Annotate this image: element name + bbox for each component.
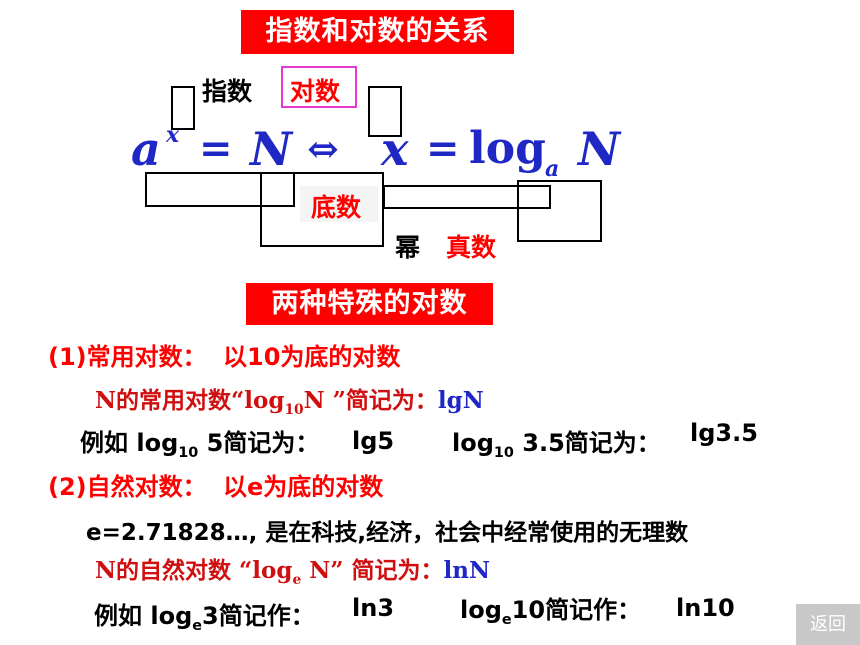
equivalence-arrow-icon: ⇔: [307, 126, 339, 171]
logarithm-label-box: [281, 66, 357, 108]
frame-base-right: [383, 185, 551, 209]
natural-ex-result-1: ln3: [352, 594, 395, 622]
natural-def-log: log: [252, 557, 293, 584]
common-def-N: N ”简记为：: [303, 387, 438, 414]
natural-ex-mid: 3简记作：: [202, 602, 315, 630]
common-log-heading: (1)常用对数： 以10为底的对数: [48, 337, 400, 372]
natural-log-desc: 以e为底的对数: [223, 473, 384, 501]
formula-log: log: [469, 123, 546, 174]
base-label: 底数: [311, 193, 362, 222]
common-log-definition: N的常用对数“log10N ”简记为：lgN: [95, 381, 484, 418]
formula-x: x: [381, 122, 409, 176]
common-def-prefix: N的常用对数“: [95, 387, 245, 414]
common-ex-result-1: lg5: [352, 427, 395, 455]
natural-ex-sub: e: [192, 618, 203, 634]
formula-N-2: N: [578, 122, 621, 176]
common-ex2-sub: 10: [493, 445, 514, 461]
frame-antilog: [517, 180, 602, 242]
common-def-sub: 10: [284, 402, 304, 418]
common-ex2-log: log: [452, 429, 494, 457]
natural-log-example: 例如 loge3简记作：: [94, 596, 315, 634]
natural-ex-prefix: 例如 log: [94, 602, 193, 630]
natural-ex-result-2: ln10: [676, 594, 735, 622]
antilog-label: 真数: [446, 233, 497, 262]
frame-left-small: [171, 86, 195, 130]
natural-log-example-2: loge10简记作：: [460, 590, 641, 628]
common-ex2-mid: 3.5简记为：: [513, 429, 661, 457]
common-log-heading-label: (1)常用对数：: [48, 343, 207, 371]
natural-def-N: N” 简记为：: [301, 557, 444, 584]
formula-equals-2: =: [426, 125, 460, 172]
natural-def-result: lnN: [443, 557, 490, 584]
section-title: 指数和对数的关系: [241, 10, 514, 54]
common-ex-mid: 5简记为：: [198, 429, 320, 457]
formula-a: a: [131, 122, 161, 176]
frame-base-left: [145, 172, 295, 207]
e-description: e=2.71828…, 是在科技,经济，社会中经常使用的无理数: [86, 520, 689, 546]
exponent-label: 指数: [202, 77, 253, 106]
natural-log-heading-label: (2)自然对数：: [48, 473, 207, 501]
common-def-result: lgN: [437, 387, 484, 414]
natural-ex2-log: log: [460, 596, 502, 624]
natural-log-heading: (2)自然对数： 以e为底的对数: [48, 467, 383, 502]
common-log-desc: 以10为底的对数: [223, 343, 401, 371]
natural-def-sub: e: [292, 572, 302, 588]
formula-x-superscript: x: [166, 122, 180, 148]
base-label-bg: [300, 186, 378, 222]
common-log-example-2: log10 3.5简记为：: [452, 423, 661, 461]
common-log-example: 例如 log10 5简记为：: [80, 423, 319, 461]
formula-N-1: N: [250, 122, 293, 176]
frame-right-small: [368, 86, 402, 137]
special-logs-title: 两种特殊的对数: [246, 283, 493, 325]
power-label: 幂: [395, 233, 421, 262]
natural-def-prefix: N的自然对数 “: [95, 557, 253, 584]
common-def-log: log: [244, 387, 285, 414]
natural-ex2-sub: e: [501, 612, 512, 628]
common-ex-result-2: lg3.5: [690, 419, 758, 447]
logarithm-label: 对数: [290, 77, 341, 106]
formula-equals-1: =: [199, 125, 233, 172]
natural-ex2-mid: 10简记作：: [511, 596, 642, 624]
natural-log-definition: N的自然对数 “loge N” 简记为：lnN: [95, 551, 490, 588]
frame-power: [260, 172, 384, 247]
common-ex-sub: 10: [178, 445, 199, 461]
formula-subscript-a: a: [545, 156, 560, 182]
common-ex-prefix: 例如 log: [80, 429, 179, 457]
back-button[interactable]: 返回: [796, 604, 860, 645]
